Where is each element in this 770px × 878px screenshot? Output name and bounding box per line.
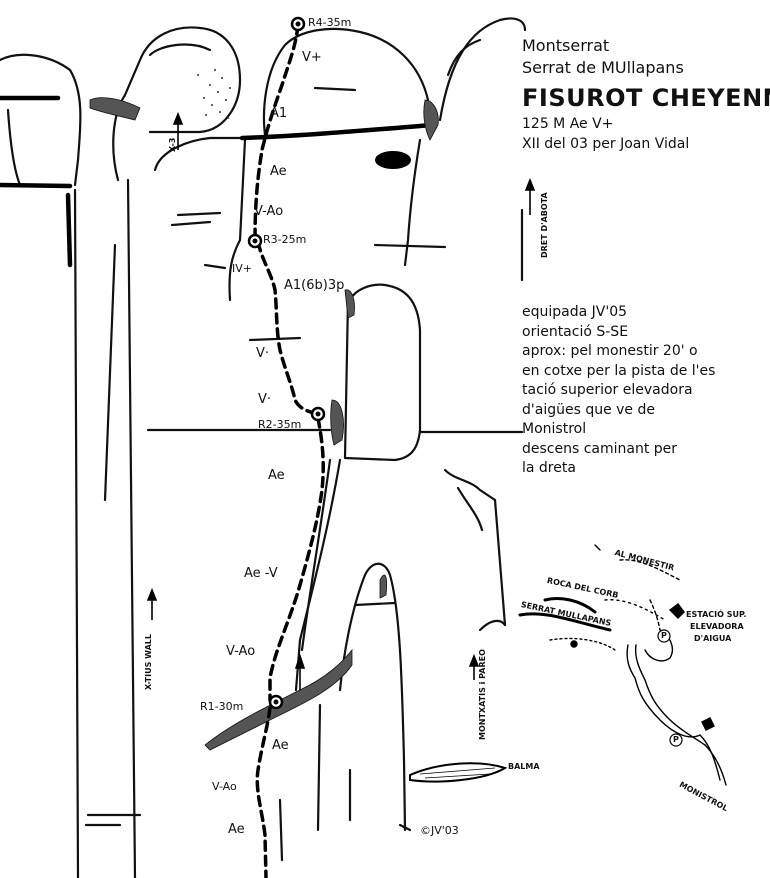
balma-shape (409, 762, 508, 783)
rock-outline (0, 53, 82, 187)
grade-label: A1 (270, 106, 288, 121)
grade-label: Ae (268, 468, 285, 483)
map-label-estacio: ESTACIÓ SUP. (686, 610, 747, 619)
rock-outline (153, 136, 247, 172)
info-line: orientació S-SE (522, 323, 629, 340)
route-grade: 125 M Ae V+ (522, 116, 614, 132)
parking-label: P (673, 735, 679, 744)
ledge-line (103, 243, 117, 502)
vegetation (89, 97, 141, 121)
route-info: equipada JV'05 orientació S-SE aprox: pe… (522, 303, 715, 479)
rock-outline (343, 283, 422, 462)
rock-outline (316, 703, 322, 832)
info-line: equipada JV'05 (522, 304, 628, 320)
ledge-line (278, 798, 284, 862)
rock-outline (228, 138, 247, 302)
thick-ledge (239, 122, 435, 141)
ledge-line (176, 211, 222, 217)
parking-marker (657, 629, 671, 643)
vegetation (330, 399, 344, 446)
rock-outline (338, 562, 407, 832)
info-line: descens caminant per (522, 440, 678, 457)
route-label-dret-dabota: DRET D'ABOTA (540, 192, 549, 258)
route-label-montxatis: MONTXATIS i PAREO (478, 649, 487, 740)
ledge-line (313, 86, 357, 92)
rock-outline (456, 486, 484, 532)
info-line: d'aigües que ve de (522, 401, 655, 418)
grade-label: V-Ao (226, 644, 256, 659)
rock-hole (375, 151, 411, 169)
info-line: en cotxe per la pista de l'es (522, 362, 716, 379)
parking-marker (669, 733, 683, 747)
grade-label: V· (256, 346, 270, 361)
rock-outline (403, 138, 422, 267)
rock-outline (126, 178, 137, 878)
rock-outline (6, 108, 22, 187)
thick-ledge (65, 192, 73, 268)
rock-outline (73, 188, 80, 878)
ledge-line (398, 823, 412, 832)
parking-label: P (661, 631, 667, 640)
rock-outline (148, 43, 212, 57)
approach-map (518, 544, 727, 786)
sector-name: Serrat de MUllapans (522, 58, 684, 77)
copyright: ©JV'03 (420, 824, 459, 837)
rock-outline (446, 38, 482, 77)
rock-outline (343, 298, 350, 460)
rock-outline (438, 17, 527, 122)
grade-label: V-Ao (212, 780, 237, 793)
route-line (253, 23, 300, 242)
route-line (268, 416, 325, 702)
map-label-estacio: ELEVADORA (690, 622, 744, 631)
grade-label: V+ (302, 50, 322, 65)
route-title: FISUROT CHEYENNE (522, 84, 770, 112)
rock-outline (262, 27, 434, 137)
route-label-xtius-wall: X-TIUS WALL (144, 634, 153, 690)
ledge-line (248, 336, 302, 342)
grade-label: Ae (272, 738, 289, 753)
route-label-x3: X-3 (168, 137, 177, 152)
grade-label: V-Ao (254, 204, 284, 219)
belay-r2-label: R2-35m (258, 418, 302, 431)
ledge-line (353, 601, 397, 607)
vegetation (204, 648, 353, 751)
grade-label: Ae -V (244, 566, 278, 581)
ledge-line (373, 243, 447, 249)
ledge-line (170, 220, 212, 227)
vegetation (379, 574, 388, 599)
route-line (256, 240, 320, 416)
ledge-line (203, 263, 227, 270)
info-line: la dreta (522, 460, 576, 476)
route-line (255, 706, 272, 878)
belay-r4-label: R4-35m (308, 16, 352, 29)
thick-ledge (0, 182, 73, 189)
info-line: tació superior elevadora (522, 382, 693, 398)
grade-label: Ae (228, 822, 245, 837)
rock-outline (493, 498, 507, 627)
grade-label: IV+ (232, 262, 252, 275)
grade-label: A1(6b)3p (284, 278, 345, 293)
map-label-estacio: D'AIGUA (694, 634, 732, 643)
rock-outline (478, 619, 507, 632)
rock-outline (112, 26, 242, 182)
grade-label: Ae (270, 164, 287, 179)
vegetation (423, 99, 439, 141)
belay-r3-label: R3-25m (263, 233, 307, 246)
region-name: Montserrat (522, 36, 610, 55)
rock-outline (443, 468, 497, 502)
vegetation (344, 289, 355, 319)
fissure-crack (300, 458, 332, 652)
grade-label: V· (258, 392, 272, 407)
balma-label: BALMA (508, 762, 540, 771)
fissure-crack (294, 458, 342, 692)
info-line: aprox: pel monestir 20' o (522, 343, 698, 359)
belay-r1-label: R1-30m (200, 700, 244, 713)
first-ascent: XII del 03 per Joan Vidal (522, 136, 690, 152)
info-line: Monistrol (522, 421, 587, 437)
